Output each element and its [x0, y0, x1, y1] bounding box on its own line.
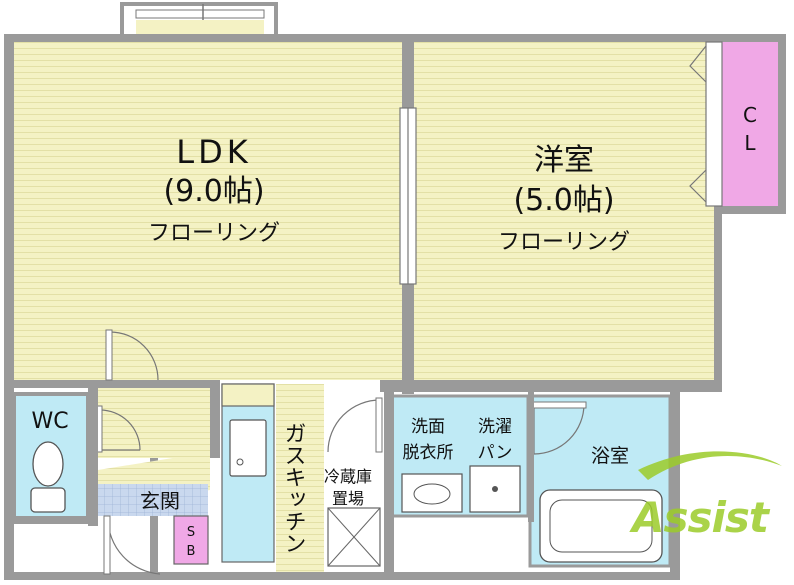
- bathroom-label: 浴室: [591, 445, 629, 467]
- entrance-label: 玄関: [140, 489, 180, 513]
- laundry-pan-label-1: 洗濯: [478, 417, 512, 437]
- closet-label-2: L: [744, 131, 756, 155]
- door-leaves: [95, 329, 587, 575]
- logo-text: Assist: [629, 493, 771, 542]
- shoe-box: [173, 515, 209, 565]
- western-size-label: (5.0帖): [513, 183, 614, 218]
- fridge-label-1: 冷蔵庫: [324, 467, 372, 486]
- sink-icon: [229, 419, 267, 477]
- assist-logo: Assist: [629, 451, 782, 542]
- western-name-label: 洋室: [534, 143, 594, 178]
- ldk-size-label: (9.0帖): [163, 174, 264, 209]
- closet-door: [689, 41, 723, 207]
- sliding-door: [399, 107, 417, 285]
- ldk-floor: [14, 42, 402, 380]
- fridge-label-2: 置場: [332, 489, 364, 508]
- closet-area: [722, 42, 778, 206]
- closet-label-1: C: [743, 103, 757, 127]
- gas-kitchen-label: ガスキッチン: [281, 422, 306, 554]
- window: [120, 2, 278, 38]
- ldk-name-label: LDK: [176, 133, 251, 171]
- toilet-icon: [30, 441, 66, 513]
- laundry-pan-label-2: パン: [478, 443, 513, 463]
- hallway-floor: [98, 388, 210, 458]
- washroom-label-1: 洗面: [411, 417, 445, 437]
- shoe-box-label-1: S: [187, 525, 195, 540]
- ldk-floor-label: フローリング: [148, 221, 280, 246]
- western-room-floor: [414, 42, 714, 380]
- inner-walls: [14, 388, 534, 572]
- wc-label: WC: [31, 409, 68, 434]
- kitchen-aisle: [276, 384, 324, 572]
- shoe-box-label-2: B: [187, 544, 196, 559]
- western-floor-label: フローリング: [498, 230, 630, 255]
- bathtub-icon: [539, 489, 663, 563]
- entrance-tile: [98, 484, 208, 516]
- kitchen-hood: [221, 383, 275, 407]
- washroom-label-2: 脱衣所: [403, 443, 454, 463]
- washbasin-icon: [401, 473, 463, 513]
